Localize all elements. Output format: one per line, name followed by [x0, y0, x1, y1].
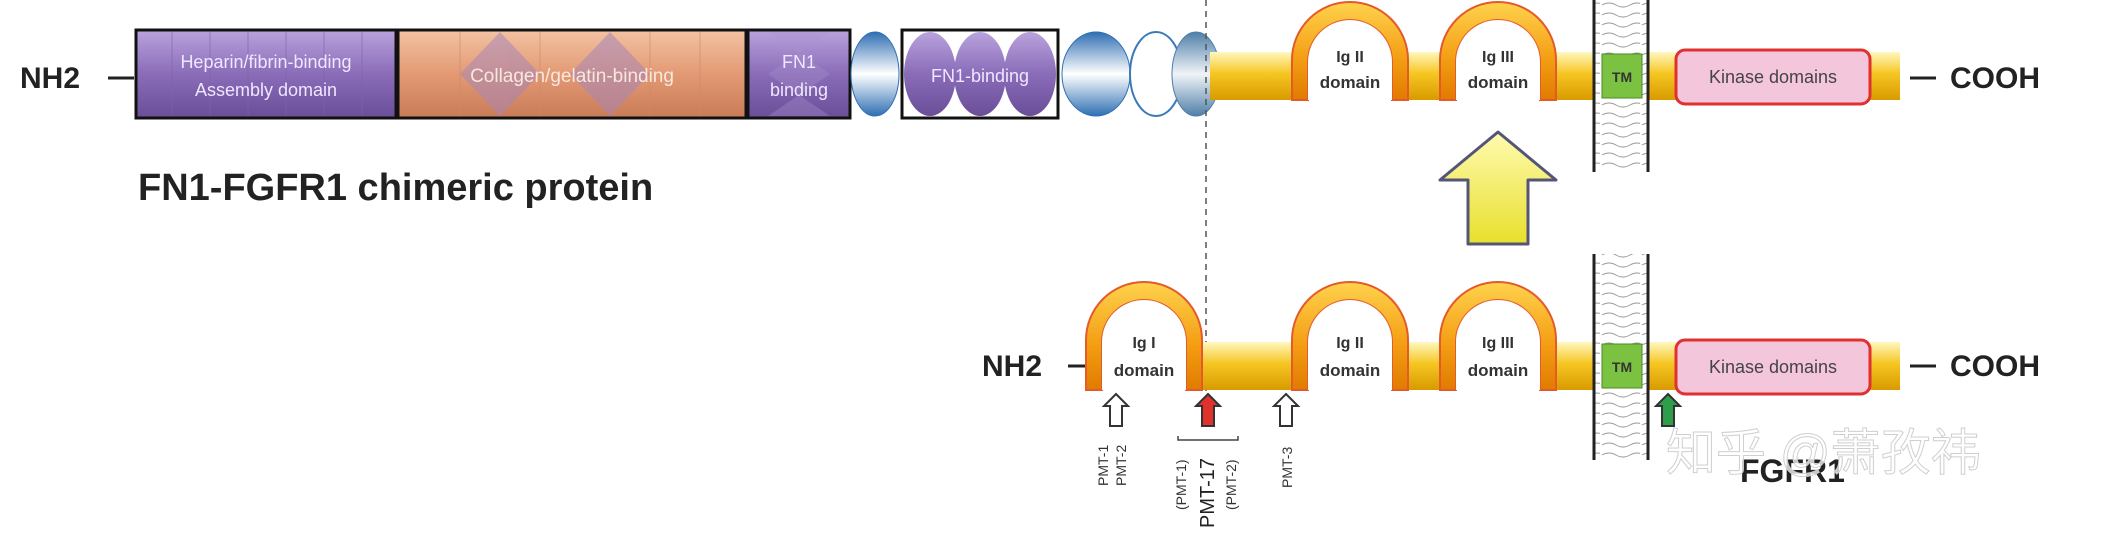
- fgfr1-label: FGFR1: [1740, 453, 1845, 489]
- bottom-ig1-line2: domain: [1114, 361, 1174, 380]
- top-title: FN1-FGFR1 chimeric protein: [138, 167, 653, 209]
- pmt-label: (PMT-1): [1173, 459, 1189, 510]
- bottom-fgfr1-protein: NH2 Ig I domain Ig II domain Ig III doma…: [982, 254, 2040, 489]
- top-nh2-label: NH2: [20, 62, 80, 95]
- fn3-repeat-ellipse: [850, 31, 900, 117]
- bottom-ig2-line1: Ig II: [1336, 335, 1364, 352]
- bottom-ig2-line2: domain: [1320, 361, 1380, 380]
- bottom-ig1-domain: Ig I domain: [1085, 281, 1203, 391]
- bottom-cooh-label: COOH: [1950, 350, 2040, 383]
- heparin-fibrin-binding-domain: Heparin/fibrin-binding Assembly domain: [134, 28, 398, 120]
- breakpoint-arrow-white: [1101, 392, 1131, 427]
- top-ig2-line1: Ig II: [1336, 49, 1364, 66]
- bottom-ig1-line1: Ig I: [1132, 335, 1155, 352]
- bottom-ig3-line2: domain: [1468, 361, 1528, 380]
- pmt-label: PMT-1: [1095, 445, 1111, 486]
- bottom-tm-label: TM: [1612, 359, 1632, 375]
- bottom-kinase-label: Kinase domains: [1709, 357, 1837, 377]
- top-ig3-line2: domain: [1468, 73, 1528, 92]
- top-tm-domain: TM: [1601, 53, 1643, 99]
- bottom-ig3-line1: Ig III: [1482, 335, 1514, 352]
- watermark: 知乎 @萧孜祎: [1666, 425, 1981, 481]
- breakpoint-arrow-red: [1193, 392, 1223, 427]
- bottom-tm-domain: TM: [1601, 343, 1643, 389]
- fusion-up-arrow: [1438, 130, 1558, 246]
- bottom-nh2-label: NH2: [982, 350, 1042, 383]
- top-tm-label: TM: [1612, 69, 1632, 85]
- pmt-label: (PMT-2): [1223, 459, 1239, 510]
- fn1-binding-a-line1: FN1: [782, 52, 816, 72]
- breakpoint-arrow-green: [1653, 392, 1683, 427]
- top-chimeric-protein: NH2 Heparin/fibrin-binding Assembly doma…: [20, 0, 2040, 209]
- pmt-label: PMT-3: [1279, 447, 1295, 488]
- pmt-bracket: [1177, 436, 1239, 441]
- heparin-label-line1: Heparin/fibrin-binding: [180, 52, 351, 72]
- fn3-repeat-ellipse: [1061, 31, 1131, 117]
- top-ig3-line1: Ig III: [1482, 49, 1514, 66]
- fn1-binding-a-line2: binding: [770, 80, 828, 100]
- top-cooh-label: COOH: [1950, 62, 2040, 95]
- bottom-ig3-domain: Ig III domain: [1439, 281, 1557, 391]
- fn1-binding-b-label: FN1-binding: [931, 66, 1029, 86]
- breakpoint-arrow-white: [1271, 392, 1301, 427]
- collagen-gelatin-binding-domain: Collagen/gelatin-binding: [396, 28, 748, 120]
- pmt-label: PMT-17: [1197, 458, 1219, 528]
- top-ig3-domain: Ig III domain: [1439, 1, 1557, 101]
- collagen-label: Collagen/gelatin-binding: [470, 66, 674, 87]
- pmt-label: PMT-2: [1113, 445, 1129, 486]
- top-kinase-domain: Kinase domains: [1674, 48, 1872, 106]
- heparin-label-line2: Assembly domain: [195, 80, 337, 100]
- bottom-kinase-domain: Kinase domains: [1674, 338, 1872, 396]
- bottom-ig2-domain: Ig II domain: [1291, 281, 1409, 391]
- top-ig2-line2: domain: [1320, 73, 1380, 92]
- top-ig2-domain: Ig II domain: [1291, 1, 1409, 101]
- fn1-binding-domain-a: FN1 binding: [746, 28, 852, 120]
- top-kinase-label: Kinase domains: [1709, 67, 1837, 87]
- fn1-binding-domain-b: FN1-binding: [900, 28, 1060, 120]
- breakpoint-markers: PMT-1 PMT-2 (PMT-1) PMT-17 (PMT-2) PMT-3: [1095, 392, 1683, 528]
